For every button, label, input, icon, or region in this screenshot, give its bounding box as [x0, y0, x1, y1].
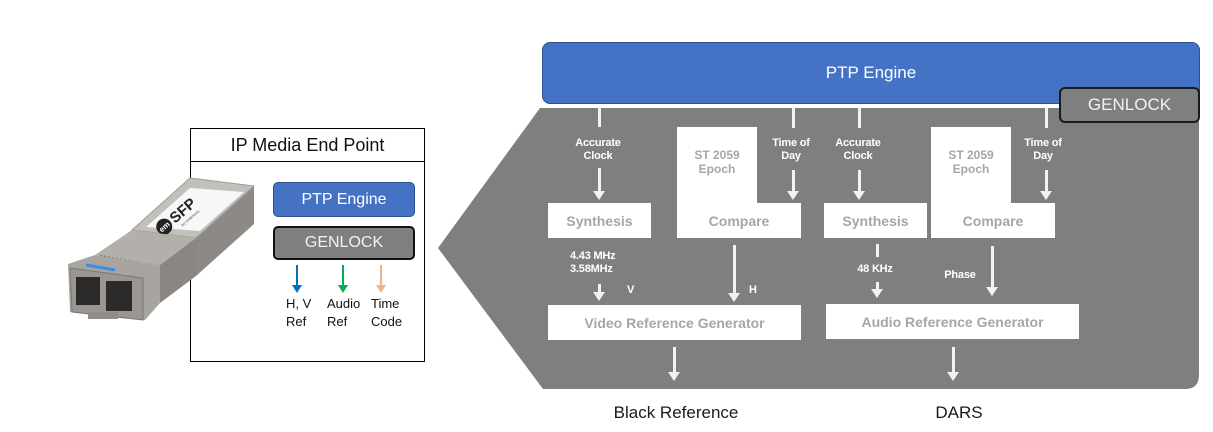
sfp-cage-side [160, 238, 196, 303]
endpoint-genlock-block: GENLOCK [273, 226, 415, 260]
time-code-label: Time Code [371, 296, 403, 329]
audio-frequency-arrow-icon [871, 282, 883, 298]
sfp-label [146, 188, 244, 231]
audio-frequency-connector [875, 244, 879, 257]
endpoint-ptp-engine-block: PTP Engine [273, 182, 415, 217]
sfp-brand-badge [156, 218, 173, 235]
phase-label: Phase [944, 269, 976, 281]
audio-compare-block: Compare [931, 203, 1055, 238]
time-code-arrow-icon [376, 265, 386, 293]
hv-ref-arrow-icon [292, 265, 302, 293]
sfp-cage-top [95, 230, 196, 265]
video-compare-block: Compare [677, 203, 801, 238]
endpoint-title: IP Media End Point [191, 129, 424, 162]
v-sync-label: V [627, 284, 635, 296]
sfp-blue-stripe [85, 263, 116, 272]
video-clock-arrow-icon [593, 168, 605, 200]
audio-clock-arrow-icon [853, 170, 865, 200]
audio-ref-arrow-icon [338, 265, 348, 293]
audio-synthesis-block: Synthesis [824, 203, 927, 238]
video-st2059-epoch-block: ST 2059 Epoch [677, 127, 757, 203]
hv-ref-label: H, V Ref [286, 296, 312, 329]
black-reference-label: Black Reference [613, 403, 739, 422]
genlock-panel-shape [438, 108, 1199, 389]
video-time-of-day-label: Time of Day [772, 137, 810, 162]
audio-tod-connector [1044, 107, 1048, 128]
sfp-port-left [76, 277, 100, 305]
audio-tod-arrow-icon [1040, 170, 1052, 200]
video-reference-generator-block: Video Reference Generator [548, 305, 801, 340]
genlock-tab: GENLOCK [1059, 87, 1200, 123]
audio-clock-connector [857, 107, 861, 128]
audio-time-of-day-label: Time of Day [1024, 137, 1062, 162]
video-frequency-arrow-icon [593, 284, 605, 301]
phase-arrow-icon [986, 246, 998, 296]
audio-st2059-epoch-block: ST 2059 Epoch [931, 127, 1011, 203]
sfp-latch [88, 312, 118, 319]
audio-accurate-clock-label: Accurate Clock [835, 137, 881, 162]
audio-frequency-label: 48 KHz [857, 263, 893, 275]
sfp-body-side [196, 186, 254, 276]
audio-reference-generator-block: Audio Reference Generator [826, 304, 1079, 339]
video-accurate-clock-label: Accurate Clock [575, 137, 621, 162]
h-sync-arrow-icon [728, 245, 740, 302]
h-sync-label: H [749, 284, 757, 296]
video-synthesis-block: Synthesis [548, 203, 651, 238]
sfp-port-right [106, 281, 132, 311]
dars-label: DARS [935, 403, 983, 422]
audio-ref-label: Audio Ref [327, 296, 361, 329]
black-reference-output-arrow-icon [668, 347, 680, 381]
video-tod-connector [791, 107, 795, 128]
video-frequency-label: 4.43 MHz 3.58MHz [570, 250, 616, 275]
video-clock-connector [597, 107, 601, 127]
dars-output-arrow-icon [947, 347, 959, 381]
video-tod-arrow-icon [787, 170, 799, 200]
sfp-module-image: em SFP by embrionix [68, 177, 256, 321]
